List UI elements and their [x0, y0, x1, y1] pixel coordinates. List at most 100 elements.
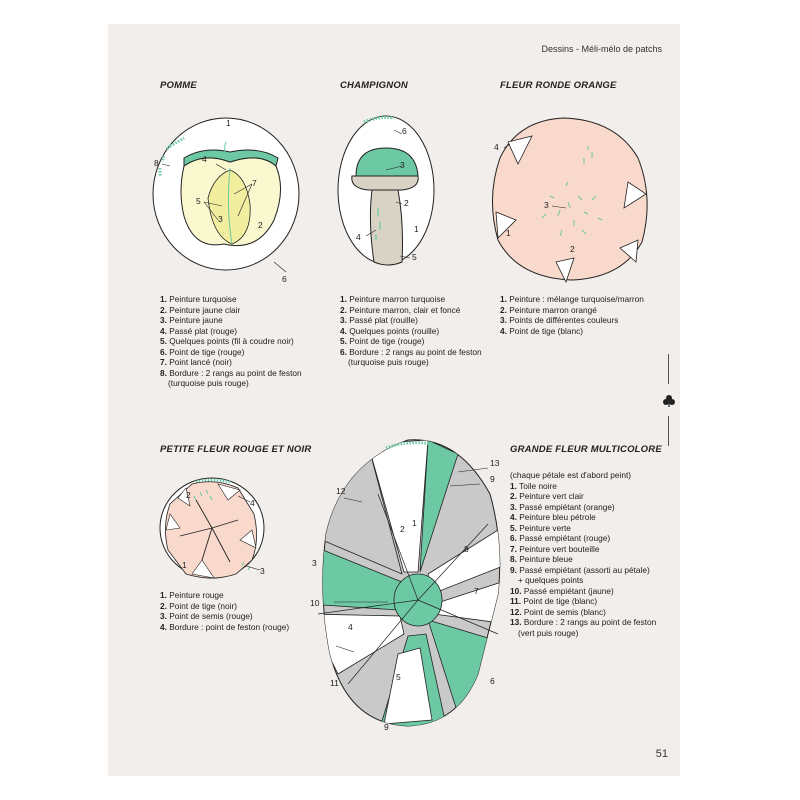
round-flower-label-4: 4	[494, 142, 499, 152]
side-rule-top	[668, 354, 669, 384]
mushroom-stem	[369, 189, 403, 266]
mushroom-gills	[351, 175, 419, 191]
round-flower-label-2: 2	[570, 244, 575, 254]
petal-notch	[623, 181, 647, 209]
legend-item: 4. Point de tige (blanc)	[500, 325, 584, 336]
legend-pomme: 1. Peinture turquoise 2. Peinture jaune …	[160, 294, 302, 389]
round-flower-diagram: 4 3 1 2	[492, 117, 648, 284]
apple-label-8: 8	[154, 158, 159, 168]
apple-label-1: 1	[226, 118, 231, 128]
feston-border	[385, 441, 433, 450]
title-pomme: POMME	[160, 80, 197, 91]
large-flower-label-1: 1	[412, 518, 417, 528]
title-grande-fleur: GRANDE FLEUR MULTICOLORE	[510, 444, 662, 455]
legend-item: 3. Passé empiétant (orange)	[510, 501, 615, 512]
feston-border	[195, 478, 231, 484]
legend-item: 9. Passé empiétant (assorti au pétale)	[510, 564, 650, 575]
running-head: Dessins - Méli-mélo de patchs	[541, 44, 662, 54]
large-flower-label-6: 6	[490, 676, 495, 686]
petal-2	[367, 439, 429, 573]
mushroom-cap	[355, 147, 419, 177]
legend-item: 1. Toile noire	[510, 480, 557, 491]
stem-stitch-lines	[179, 499, 239, 563]
legend-item-continued: + quelques points	[518, 575, 584, 585]
legend-item: 12. Point de semis (blanc)	[510, 606, 606, 617]
legend-item: 8. Bordure : 2 rangs au point de feston	[160, 367, 302, 378]
apple-stem-line	[227, 167, 233, 245]
apple-label-6: 6	[282, 274, 287, 284]
legend-fleur-ronde: 1. Peinture : mélange turquoise/marron 2…	[500, 294, 644, 336]
large-flower-label-9-top: 9	[490, 474, 495, 484]
small-flower-label-2: 2	[186, 490, 191, 500]
legend-champignon: 1. Peinture marron turquoise 2. Peinture…	[340, 294, 482, 368]
legend-item: 1. Peinture rouge	[160, 590, 224, 600]
large-flower-label-11: 11	[330, 678, 339, 688]
mushroom-label-1: 1	[414, 224, 419, 234]
mushroom-label-5: 5	[412, 252, 417, 262]
book-page: Dessins - Méli-mélo de patchs POMME 1 2 …	[108, 24, 680, 776]
petal-notch	[507, 135, 533, 165]
large-flower-label-8: 8	[464, 544, 469, 554]
feston-border	[363, 116, 395, 124]
legend-item: 13. Bordure : 2 rangs au point de feston	[510, 617, 657, 627]
petal-notch	[495, 211, 517, 239]
apple-label-7: 7	[252, 178, 257, 188]
large-flower-label-13: 13	[490, 458, 500, 468]
legend-item: 7. Peinture vert bouteille	[510, 543, 600, 554]
clover-icon	[663, 395, 675, 407]
mushroom-label-6: 6	[402, 126, 407, 136]
legend-item: 2. Peinture marron orangé	[500, 304, 597, 315]
legend-item-continued: (turquoise puis rouge)	[168, 378, 249, 388]
legend-item: 2. Peinture marron, clair et foncé	[340, 304, 461, 315]
mushroom-diagram: 1 2 3 4 5 6	[337, 115, 435, 266]
legend-item: 6. Point de tige (rouge)	[160, 346, 245, 357]
petal-9-top	[419, 439, 459, 573]
legend-item: 5. Peinture verte	[510, 522, 571, 533]
apple-label-2: 2	[258, 220, 263, 230]
legend-intro: (chaque pétale est d'abord peint)	[510, 470, 632, 480]
mushroom-label-3: 3	[400, 160, 405, 170]
legend-item: 3. Points de différentes couleurs	[500, 315, 619, 325]
round-flower-body	[492, 117, 648, 281]
large-flower-diagram: 1 2 3 4 5 6 7 8 9 9 10 11 12 13	[310, 439, 501, 732]
legend-item: 4. Peinture bleu pétrole	[510, 512, 596, 522]
large-flower-label-9-bottom: 9	[384, 722, 389, 732]
legend-item: 8. Peinture bleue	[510, 554, 573, 564]
small-flower-label-4: 4	[250, 498, 255, 508]
legend-item: 2. Peinture vert clair	[510, 491, 584, 501]
legend-grande-fleur: (chaque pétale est d'abord peint) 1. Toi…	[510, 470, 656, 638]
legend-item: 1. Peinture : mélange turquoise/marron	[500, 294, 644, 304]
apple-core	[207, 169, 251, 245]
legend-item: 6. Passé empiétant (rouge)	[510, 533, 611, 543]
apple-label-5: 5	[196, 196, 201, 206]
petal-notch	[619, 239, 639, 263]
large-flower-label-5: 5	[396, 672, 401, 682]
petal-5	[383, 647, 433, 725]
mushroom-label-2: 2	[404, 198, 409, 208]
large-flower-label-4: 4	[348, 622, 353, 632]
title-fleur-ronde: FLEUR RONDE ORANGE	[500, 80, 617, 91]
legend-item-continued: (turquoise puis rouge)	[348, 357, 429, 367]
scattered-stitches	[541, 146, 603, 237]
round-flower-label-3: 3	[544, 200, 549, 210]
seed-stitches	[193, 489, 251, 571]
legend-item: 3. Point de semis (rouge)	[160, 611, 253, 621]
apple-diagram: 1 2 3 4 5 6 7 8	[152, 117, 300, 284]
apple-stem	[224, 141, 231, 161]
title-champignon: CHAMPIGNON	[340, 80, 408, 91]
large-flower-label-3: 3	[312, 558, 317, 568]
apple-label-4: 4	[202, 154, 207, 164]
legend-item: 1. Peinture marron turquoise	[340, 294, 446, 304]
radiating-stem-lines	[317, 493, 499, 685]
legend-item: 2. Point de tige (noir)	[160, 600, 238, 611]
small-flower-diagram: 4 2 3 1	[159, 477, 265, 579]
legend-item: 7. Point lancé (noir)	[160, 357, 232, 367]
legend-item: 4. Bordure : point de feston (rouge)	[160, 621, 290, 632]
apple-skin-top	[183, 149, 279, 167]
legend-item: 4. Quelques points (rouille)	[340, 325, 440, 336]
petal-notch	[555, 257, 575, 284]
legend-item: 6. Bordure : 2 rangs au point de feston	[340, 346, 482, 357]
large-flower-label-10: 10	[310, 598, 320, 608]
mushroom-label-4: 4	[356, 232, 361, 242]
legend-item-continued: (vert puis rouge)	[518, 627, 579, 638]
